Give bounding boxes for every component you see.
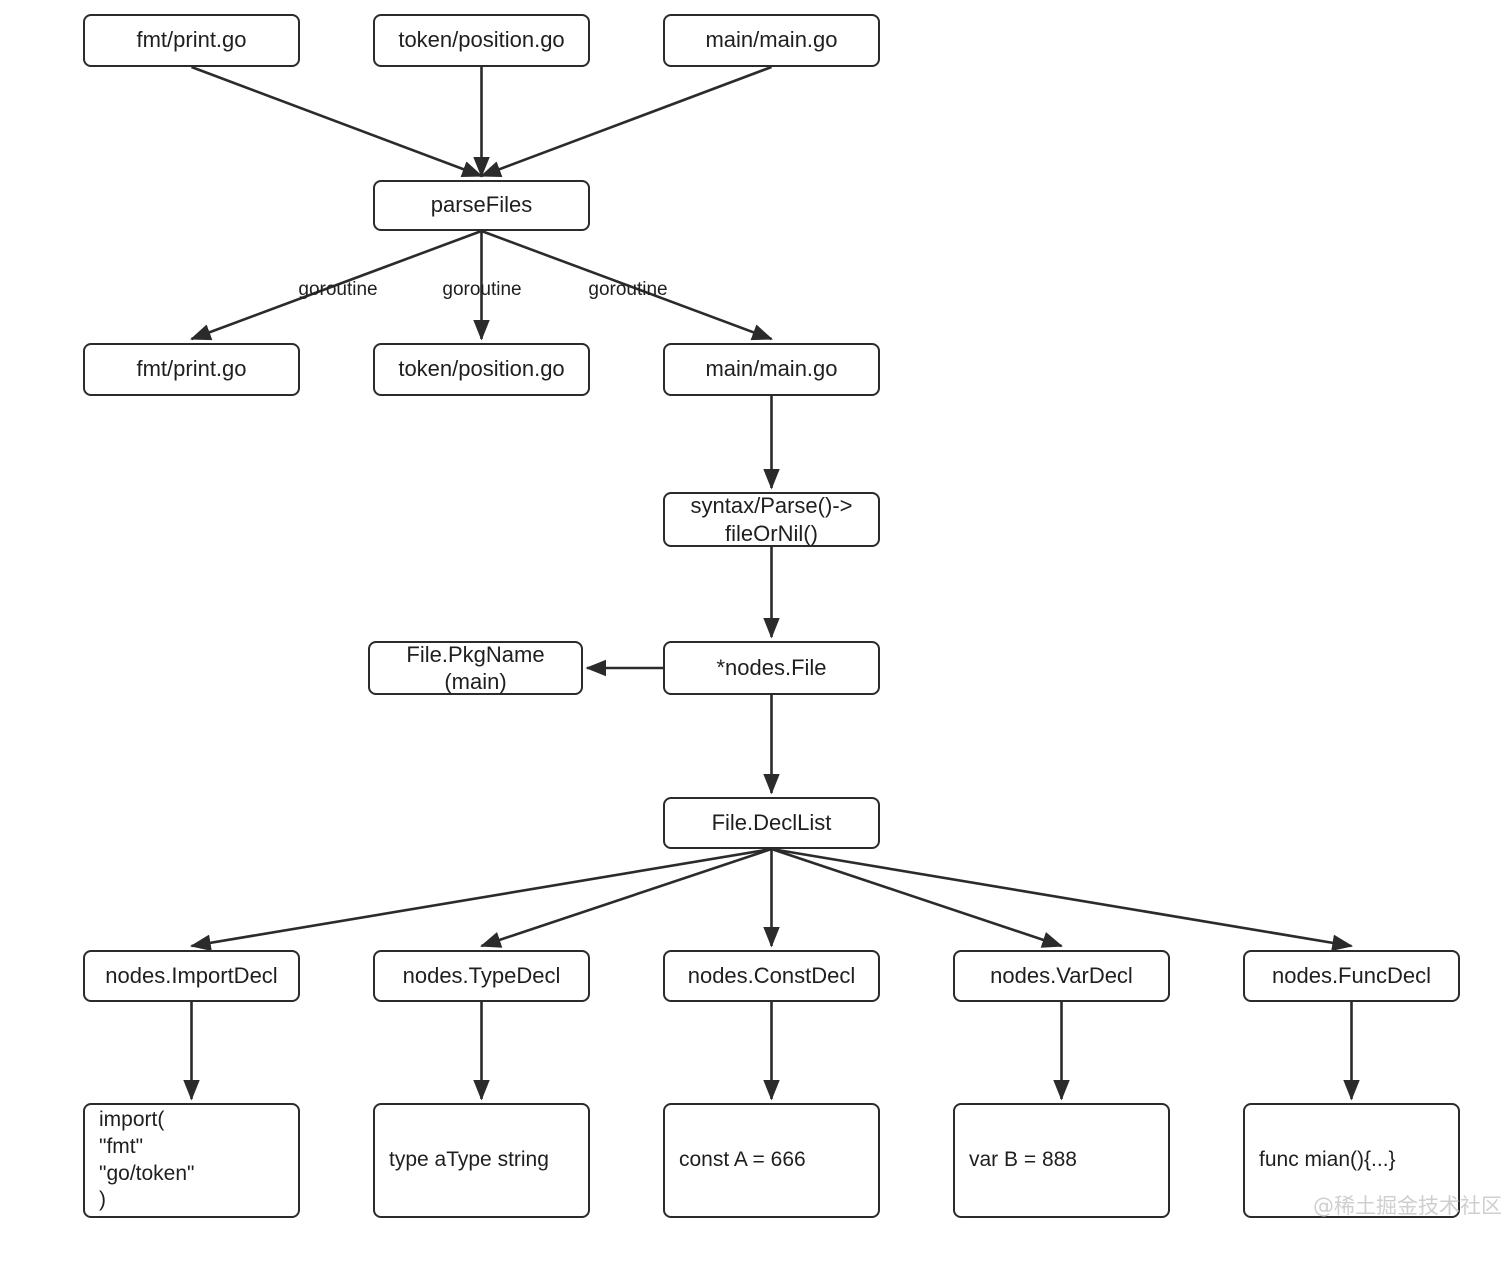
- edge-decllist-to-typedecl: [480, 847, 772, 948]
- node-src_fmt[interactable]: fmt/print.go: [83, 14, 300, 67]
- node-parsefiles[interactable]: parseFiles: [373, 180, 590, 231]
- edge-decllist-to-importdecl: [189, 847, 772, 952]
- node-code_type[interactable]: type aType string: [373, 1103, 590, 1218]
- edge-label-goroutine-1: goroutine: [298, 279, 378, 300]
- node-typedecl[interactable]: nodes.TypeDecl: [373, 950, 590, 1002]
- edge-label-goroutine-3: goroutine: [588, 279, 668, 300]
- node-parse_fn[interactable]: syntax/Parse()-> fileOrNil(): [663, 492, 880, 547]
- edge-decllist-to-vardecl: [771, 847, 1063, 948]
- node-decllist[interactable]: File.DeclList: [663, 797, 880, 849]
- node-importdecl[interactable]: nodes.ImportDecl: [83, 950, 300, 1002]
- node-code_var[interactable]: var B = 888: [953, 1103, 1170, 1218]
- node-g_token[interactable]: token/position.go: [373, 343, 590, 396]
- node-funcdecl[interactable]: nodes.FuncDecl: [1243, 950, 1460, 1002]
- node-nodes_file[interactable]: *nodes.File: [663, 641, 880, 695]
- node-g_fmt[interactable]: fmt/print.go: [83, 343, 300, 396]
- edge-fmt-to-parsefiles: [191, 65, 483, 178]
- edge-decllist-to-funcdecl: [771, 847, 1354, 952]
- watermark: @稀土掘金技术社区: [1313, 1194, 1502, 1218]
- node-constdecl[interactable]: nodes.ConstDecl: [663, 950, 880, 1002]
- node-code_import[interactable]: import( "fmt" "go/token" ): [83, 1103, 300, 1218]
- node-code_const[interactable]: const A = 666: [663, 1103, 880, 1218]
- edge-main-to-parsefiles: [480, 65, 772, 178]
- node-vardecl[interactable]: nodes.VarDecl: [953, 950, 1170, 1002]
- node-g_main[interactable]: main/main.go: [663, 343, 880, 396]
- node-src_token[interactable]: token/position.go: [373, 14, 590, 67]
- node-src_main[interactable]: main/main.go: [663, 14, 880, 67]
- node-pkgname[interactable]: File.PkgName (main): [368, 641, 583, 695]
- node-code_func[interactable]: func mian(){...}: [1243, 1103, 1460, 1218]
- edge-label-goroutine-2: goroutine: [442, 279, 522, 300]
